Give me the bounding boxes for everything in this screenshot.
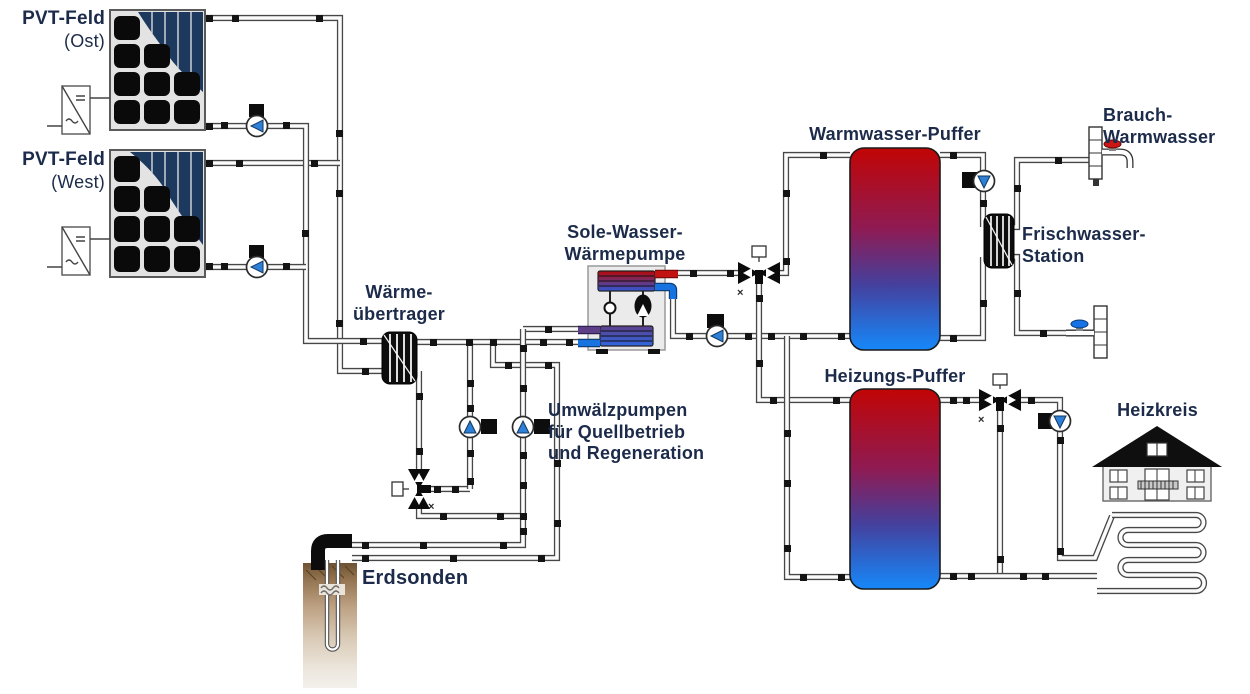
label-line: für Quellbetrieb: [548, 421, 686, 442]
label-waermepumpe: Sole-Wasser- Wärmepumpe: [545, 222, 705, 265]
label-waermeuebertrager: Wärme- übertrager: [329, 282, 469, 325]
pump-pvt-ost-icon: [245, 104, 269, 138]
three-way-valve-heizkreis-icon: ×: [978, 373, 1021, 426]
pump-heizkreis-icon: [1038, 409, 1072, 433]
label-line: Station: [1022, 245, 1085, 266]
valve-x-mark: ×: [978, 414, 984, 426]
label-heizkreis: Heizkreis: [1095, 400, 1220, 422]
label-erdsonden: Erdsonden: [362, 566, 468, 590]
label-pvt-feld-west: PVT-Feld (West): [8, 149, 105, 193]
warmwasser-buffer-tank: [849, 147, 941, 351]
label-line: und Regeneration: [548, 443, 705, 464]
label-line: PVT-Feld: [22, 8, 105, 29]
heizungs-buffer-tank: [849, 388, 941, 590]
valve-x-mark: ×: [428, 501, 434, 513]
label-frischwasser-station: Frischwasser- Station: [1022, 224, 1146, 267]
label-line: Sole-Wasser-: [567, 222, 683, 242]
floor-heating-coil-icon: [1097, 513, 1206, 593]
pump-pvt-west-icon: [245, 245, 269, 279]
frischwasser-station-exchanger: [983, 213, 1015, 269]
label-line: Frischwasser-: [1022, 224, 1146, 244]
label-line: Heizungs-Puffer: [824, 366, 966, 386]
three-way-valve-heatpump-icon: ×: [737, 245, 780, 299]
inverter-ost-icon: [47, 85, 110, 135]
pump-frischwasser-icon: [962, 169, 996, 193]
pump-source-1-icon: [458, 415, 497, 439]
cold-water-valve-icon: [1066, 305, 1108, 359]
pump-heatpump-loop-icon: [705, 314, 729, 348]
pvt-west-panel-icon: [109, 149, 206, 278]
label-heizungs-puffer: Heizungs-Puffer: [795, 366, 995, 388]
label-line: Wärme-: [365, 282, 433, 302]
label-pvt-feld-ost: PVT-Feld (Ost): [8, 8, 105, 52]
house-icon: [1092, 426, 1222, 502]
label-line: Brauch-: [1103, 105, 1173, 125]
label-line: übertrager: [352, 303, 446, 324]
heat-pump-unit: [578, 265, 678, 354]
label-line: Erdsonden: [362, 567, 469, 589]
label-line: Wärmepumpe: [564, 243, 686, 264]
three-way-valve-source-icon: ×: [391, 469, 434, 513]
label-umwaelzpumpen: Umwälzpumpen für Quellbetrieb und Regene…: [548, 400, 748, 465]
label-brauch-warmwasser: Brauch- Warmwasser: [1103, 105, 1215, 148]
label-line: Warmwasser-Puffer: [809, 124, 981, 144]
label-line: (West): [51, 171, 105, 192]
valve-x-mark: ×: [737, 287, 743, 299]
heat-exchanger-icon: [381, 331, 418, 385]
borehole-icon: [303, 563, 357, 688]
inverter-west-icon: [47, 226, 110, 276]
floor-heating-coil-icon: [1097, 511, 1208, 595]
expansion-valve-icon: [603, 301, 617, 315]
borehole-probe-icon: [311, 534, 352, 652]
pump-source-2-icon: [511, 415, 550, 439]
hot-water-tap-icon: [1088, 126, 1134, 186]
label-line: Umwälzpumpen: [548, 400, 688, 420]
pvt-ost-panel-icon: [109, 9, 206, 131]
label-line: (Ost): [64, 30, 105, 51]
label-line: PVT-Feld: [22, 149, 105, 170]
label-line: Heizkreis: [1117, 400, 1198, 420]
label-warmwasser-puffer: Warmwasser-Puffer: [795, 124, 995, 146]
label-line: Warmwasser: [1103, 126, 1216, 147]
